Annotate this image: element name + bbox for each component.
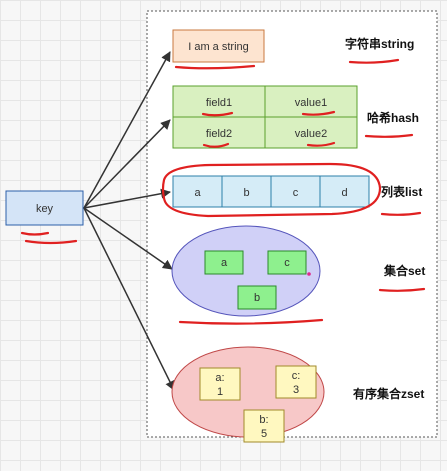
- set-member-label-2: b: [254, 292, 260, 304]
- zset-type-label: 有序集合zset: [353, 386, 424, 401]
- list-item-label-1: b: [243, 187, 249, 199]
- hash-node[interactable]: field1 value1 field2 value2: [172, 85, 358, 149]
- hash-value-2: value2: [295, 128, 327, 140]
- key-label: key: [36, 203, 54, 215]
- set-member-b: [237, 285, 277, 310]
- hash-field-1: field1: [206, 97, 232, 109]
- list-item-b: [221, 175, 272, 208]
- set-node[interactable]: a c b: [171, 225, 321, 317]
- arrow-to-zset: [83, 207, 175, 391]
- arrow-to-list: [83, 188, 171, 209]
- arrow-to-hash: [83, 119, 171, 209]
- set-member-label-0: a: [221, 257, 228, 269]
- hash-cell-value2: [264, 116, 358, 149]
- red-annotations: [20, 58, 426, 325]
- list-node[interactable]: a b c d: [172, 175, 370, 208]
- set-ellipse: [171, 225, 321, 317]
- hash-cell-field2: [172, 116, 266, 149]
- string-type-label: 字符串string: [345, 36, 414, 51]
- string-value: I am a string: [188, 41, 249, 53]
- list-item-label-0: a: [194, 187, 201, 199]
- list-item-label-3: d: [341, 187, 347, 199]
- hash-type-label: 哈希hash: [367, 110, 419, 125]
- set-type-label: 集合set: [383, 263, 425, 278]
- zset-member-c: [275, 365, 317, 399]
- list-item-a: [172, 175, 223, 208]
- arrow-to-set: [83, 207, 173, 270]
- zset-member-name-1: c:: [292, 370, 301, 382]
- string-box: [172, 29, 265, 63]
- zset-member-score-2: 5: [261, 428, 267, 440]
- arrow-to-string: [83, 51, 171, 209]
- list-item-label-2: c: [293, 187, 299, 199]
- hash-cell-value1: [264, 85, 358, 118]
- zset-member-score-0: 1: [217, 386, 223, 398]
- arrows: [83, 51, 175, 391]
- zset-member-name-2: b:: [259, 414, 268, 426]
- list-item-d: [319, 175, 370, 208]
- zset-member-b: [243, 409, 285, 443]
- zset-member-name-0: a:: [215, 372, 224, 384]
- key-box: [5, 190, 84, 226]
- zset-member-a: [199, 367, 241, 401]
- string-node[interactable]: I am a string: [172, 29, 265, 63]
- hash-field-2: field2: [206, 128, 232, 140]
- set-member-a: [204, 250, 244, 275]
- hash-value-1: value1: [295, 97, 327, 109]
- key-node[interactable]: key: [5, 190, 84, 226]
- set-member-label-1: c: [284, 257, 290, 269]
- pointer-dot-icon: [307, 272, 311, 276]
- zset-node[interactable]: a: 1 c: 3 b: 5: [171, 346, 325, 443]
- list-type-label: 列表list: [381, 184, 422, 199]
- zset-member-score-1: 3: [293, 384, 299, 396]
- set-member-c: [267, 250, 307, 275]
